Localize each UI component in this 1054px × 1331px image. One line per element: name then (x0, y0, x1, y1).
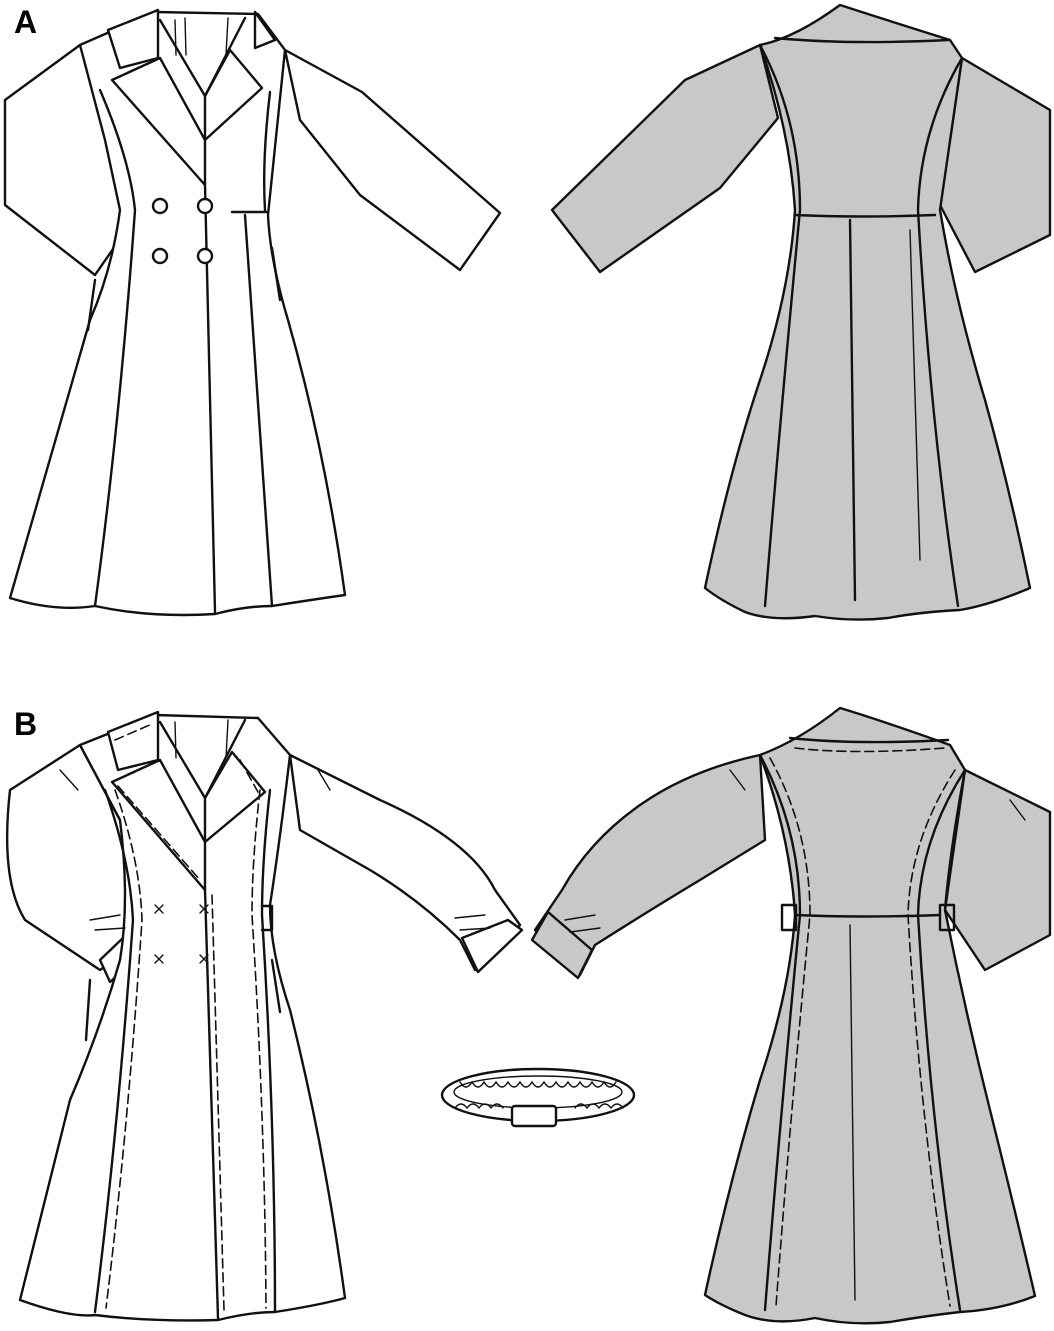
view-b-front-right-cuff (460, 918, 524, 974)
belt-buckle (510, 1104, 558, 1128)
view-a-front-coat (3, 8, 502, 617)
view-label-a: A (14, 4, 38, 40)
view-a-back-left-sleeve (550, 43, 780, 274)
view-a-back-coat (550, 3, 1052, 621)
view-a-button-4 (196, 247, 214, 265)
view-a-button-1 (151, 197, 169, 215)
view-a-front-collar-right (253, 10, 277, 50)
belt-illustration (440, 1067, 636, 1128)
view-b-back-left-cuff (530, 910, 594, 980)
view-b-front-collar (106, 710, 160, 772)
view-a-button-3 (151, 247, 169, 265)
view-b-back-left-sleeve (533, 753, 767, 977)
view-a-back-body (703, 3, 1032, 621)
view-b-back-body (703, 706, 1037, 1325)
view-b-back-coat (530, 706, 1052, 1325)
view-label-b: B (14, 706, 38, 742)
view-a-front-right-sleeve (283, 48, 502, 272)
view-a-button-2 (196, 197, 214, 215)
view-b-front-right-sleeve (288, 753, 522, 972)
view-b-front-coat (5, 710, 524, 1322)
